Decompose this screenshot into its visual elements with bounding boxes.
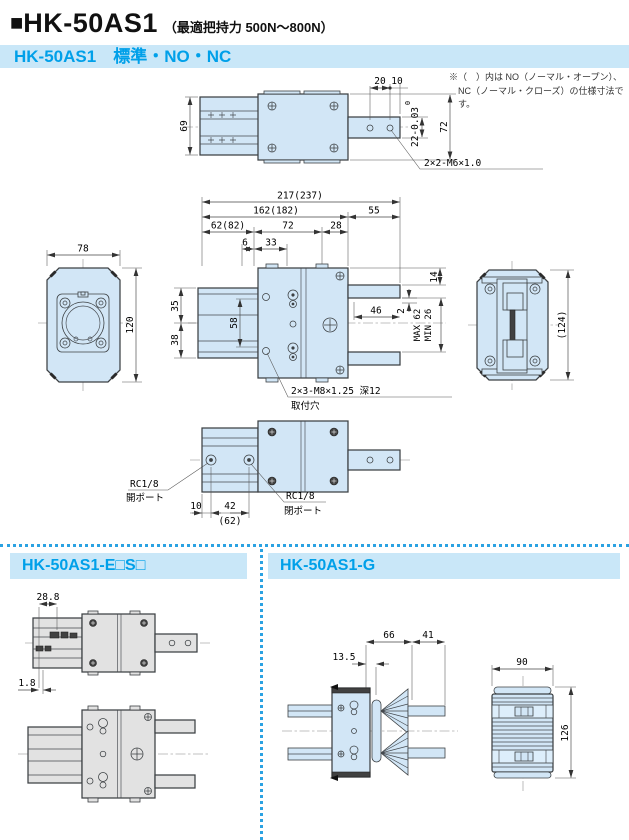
dim-42: 42 [224, 501, 235, 512]
dim-6: 6 [242, 238, 248, 249]
dim-14: 14 [429, 271, 440, 283]
label-thread-m8: 2×3-M8×1.25 深12 [291, 386, 381, 397]
label-close-port-size: RC1/8 [286, 491, 315, 502]
section-header-boot-label: HK-50AS1-G [280, 557, 376, 574]
dim-38: 38 [170, 334, 181, 346]
section-header-sensor-label: HK-50AS1-E□S□ [22, 557, 146, 574]
label-open-port-size: RC1/8 [130, 479, 159, 490]
right-side-view-drawing: (124) [468, 261, 574, 390]
dim-72-plan: 72 [282, 221, 293, 232]
dim-124: (124) [557, 311, 568, 340]
dim-bore: 22-0.03 [410, 107, 421, 147]
divider-horizontal [0, 544, 629, 547]
dim-max-62: MAX 62 [413, 309, 423, 342]
dim-62-82: 62(82) [211, 221, 245, 232]
dim-66: 66 [383, 630, 395, 641]
dim-126: 126 [560, 724, 571, 741]
dim-58: 58 [229, 317, 240, 329]
nc-no-note: ※（ ）内は NO（ノーマル・オープン）、 NC（ノーマル・クローズ）の仕様寸法… [449, 71, 629, 112]
dim-2: 2 [396, 308, 407, 314]
dim-total-width: 217(237) [277, 191, 323, 202]
dim-bore-tol: 0 [404, 101, 412, 105]
dim-62-alt: (62) [219, 516, 242, 527]
boot-drawings: 66 41 13.5 [282, 630, 576, 792]
front-view-drawing: 35 38 58 46 2 14 [170, 263, 452, 412]
standard-drawings: 69 20 10 0 22-0.03 72 2×2-M6×1.0 [38, 76, 574, 527]
page-title: ■HK-50AS1 （最適把持力 500N～800N） [10, 8, 334, 39]
sensor-front-view [18, 705, 210, 803]
label-open-port: 開ポート [126, 493, 164, 504]
boot-front-view: 66 41 13.5 [282, 630, 458, 781]
dim-35: 35 [170, 300, 181, 311]
section-header-standard-label: HK-50AS1 標準・NO・NC [14, 47, 232, 66]
dim-13-5: 13.5 [333, 652, 356, 663]
bottom-view-drawing: RC1/8 開ポート RC1/8 閉ポート 10 42 (62) [126, 420, 412, 527]
title-spec: （最適把持力 500N～800N） [163, 20, 334, 35]
dim-10-port: 10 [190, 501, 202, 512]
label-thread-m6: 2×2-M6×1.0 [424, 158, 481, 169]
dim-46: 46 [370, 306, 382, 317]
dim-28-8: 28.8 [37, 592, 60, 603]
top-view-drawing: 69 20 10 0 22-0.03 72 2×2-M6×1.0 [179, 76, 543, 170]
note-line-2: NC（ノーマル・クローズ）の仕様寸法です。 [458, 85, 624, 110]
label-close-port: 閉ポート [284, 506, 322, 517]
dim-1-8: 1.8 [18, 678, 35, 689]
dim-arm-55: 55 [368, 206, 379, 217]
dim-33: 33 [265, 238, 276, 249]
dim-28: 28 [330, 221, 342, 232]
sensor-top-view: 28.8 1.8 [18, 592, 210, 694]
dim-69: 69 [179, 120, 190, 132]
label-mounting-hole: 取付穴 [291, 400, 320, 412]
dim-min-26: MIN 26 [424, 309, 434, 342]
front-view-width-dims: 217(237) 162(182) 55 62(82) 72 28 6 33 [201, 191, 401, 283]
boot-side-view: 90 [491, 657, 576, 792]
title-square-icon: ■ [10, 10, 24, 35]
section-header-standard: HK-50AS1 標準・NO・NC [0, 45, 629, 68]
left-side-view-drawing: 78 120 [38, 244, 142, 391]
title-model: HK-50AS1 [23, 8, 158, 38]
sensor-drawings: 28.8 1.8 [18, 592, 210, 803]
note-line-1: ※（ ）内は NO（ノーマル・オープン）、 [449, 72, 622, 82]
dim-90: 90 [516, 657, 528, 668]
section-header-boot: HK-50AS1-G [268, 553, 620, 579]
dim-78: 78 [77, 244, 89, 255]
dim-41: 41 [422, 630, 434, 641]
dim-10: 10 [391, 76, 403, 87]
dim-72-right: 72 [439, 121, 450, 132]
section-header-sensor: HK-50AS1-E□S□ [10, 553, 247, 579]
dim-body-width: 162(182) [253, 206, 299, 217]
dim-120: 120 [125, 316, 136, 333]
divider-vertical [260, 549, 263, 840]
dim-20: 20 [374, 76, 386, 87]
